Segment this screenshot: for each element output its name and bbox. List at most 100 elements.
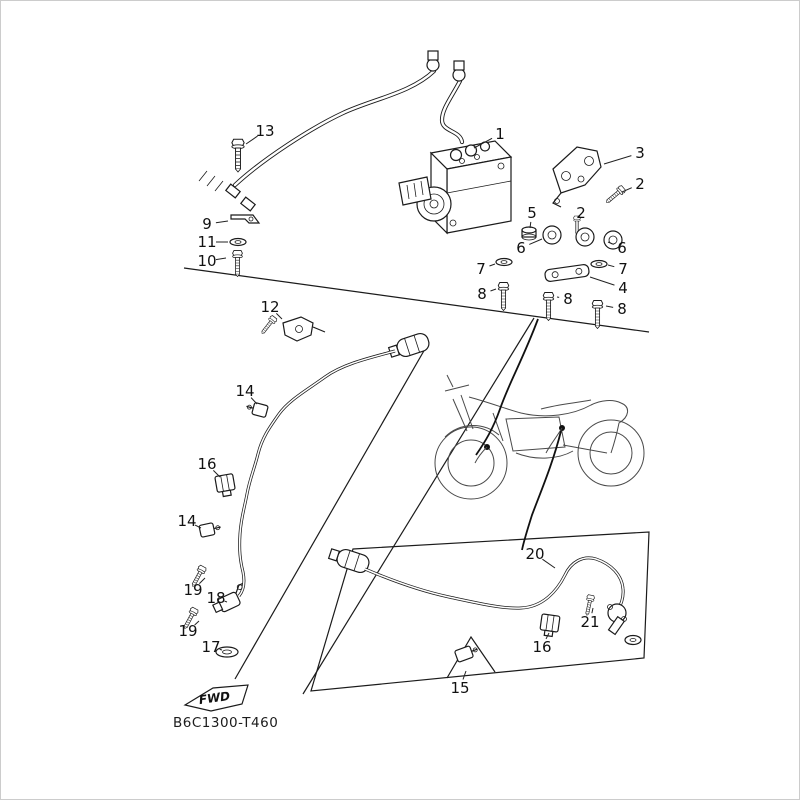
exhaust (515, 450, 574, 459)
brake-pipes (198, 50, 466, 212)
abs-port (464, 144, 478, 157)
part-code: B6C1300-T460 (173, 715, 279, 731)
callout-leader-7 (489, 263, 496, 267)
stay-plate-4 (544, 264, 590, 282)
callout-14: 14 (177, 512, 196, 530)
callout-6: 6 (617, 239, 627, 257)
callout-leader-4 (589, 276, 615, 286)
callout-14: 14 (235, 382, 254, 400)
front-fork (452, 394, 474, 432)
engine (505, 416, 566, 452)
cable-clamp-14 (198, 522, 221, 538)
callout-20: 20 (525, 545, 544, 563)
callout-10: 10 (197, 252, 216, 270)
front-wheel-sensor-18 (212, 583, 243, 614)
cable-holder-16 (214, 473, 236, 498)
harness-routing (475, 318, 562, 551)
bottom-panel-outline (310, 531, 650, 692)
callout-9: 9 (202, 215, 212, 233)
callout-8: 8 (563, 290, 573, 308)
grommet (575, 227, 595, 247)
callout-16: 16 (532, 638, 551, 656)
callout-1: 1 (495, 125, 505, 143)
pipe-flare-nut (224, 183, 242, 199)
fwd-label: FWD (198, 689, 231, 707)
bolt-8 (497, 282, 510, 311)
front-wheel-sensor-assembly (180, 332, 430, 658)
cable-clamp-14 (246, 402, 269, 418)
damper-cluster (495, 184, 627, 329)
callout-16: 16 (197, 455, 216, 473)
callout-leader-8 (605, 305, 614, 308)
bike-body-line (468, 396, 628, 454)
abs-port (449, 148, 463, 162)
callout-19: 19 (178, 622, 197, 640)
rear-route-curve (521, 430, 562, 551)
seat-line (540, 399, 592, 410)
rear-wheel-sensor-assembly (327, 548, 642, 663)
collar-5 (521, 226, 537, 241)
callout-leader-16 (545, 632, 550, 640)
callout-leader-7 (607, 264, 615, 268)
banjo-fitting (452, 68, 466, 82)
front-route-curve (475, 318, 539, 456)
mounting-bracket (552, 146, 602, 208)
callout-leader-6 (607, 241, 614, 245)
grommet-6 (603, 230, 623, 250)
bolt (258, 314, 279, 337)
callout-3: 3 (635, 144, 645, 162)
callout-12: 12 (260, 298, 279, 316)
callout-2: 2 (635, 175, 645, 193)
callout-leader-8 (490, 288, 497, 292)
callout-leader-14 (250, 397, 258, 405)
front-sensor-connector (387, 332, 430, 358)
screw-2 (603, 184, 627, 207)
grommet-6 (542, 225, 562, 245)
callout-leader-10 (215, 257, 227, 261)
motorcycle-sketch (434, 374, 645, 500)
front-wheel (434, 426, 508, 500)
callout-7: 7 (476, 260, 486, 278)
bolt-8 (542, 292, 555, 321)
callout-5: 5 (527, 204, 537, 222)
callout-13: 13 (255, 122, 274, 140)
callout-8: 8 (477, 285, 487, 303)
callout-leader-14 (194, 524, 202, 529)
fwd-arrow-shape (183, 684, 249, 712)
banjo-fitting (426, 58, 440, 72)
pipe-clamp-9 (230, 214, 261, 224)
swingarm (562, 444, 608, 454)
cable-clamp-15 (454, 645, 478, 663)
callout-8: 8 (617, 300, 627, 318)
callout-4: 4 (618, 279, 628, 297)
left-fastener-stack (229, 138, 261, 277)
callout-17: 17 (201, 638, 220, 656)
callout-15: 15 (450, 679, 469, 697)
abs-unit (398, 140, 513, 235)
callout-leader-6 (529, 238, 543, 245)
divider-line-right (302, 317, 535, 695)
rear-sensor-connector (327, 548, 370, 574)
callout-leader-1 (473, 137, 493, 149)
callout-18: 18 (206, 589, 225, 607)
callout-leader-3 (603, 155, 632, 165)
pipe-break-hatch (198, 170, 224, 192)
banjo-bolt-head (453, 60, 465, 71)
banjo-bolt-head (427, 50, 439, 61)
callout-leader-16 (213, 470, 221, 478)
abs-front-face (446, 156, 512, 234)
bolt-10 (232, 249, 243, 277)
callout-21: 21 (580, 613, 599, 631)
cable-holder-16 (539, 613, 561, 638)
top-panel-edge (183, 267, 650, 333)
callout-leader-19 (199, 577, 206, 584)
callout-leader-19 (194, 620, 200, 626)
handlebar (444, 374, 470, 392)
bracket-12 (258, 314, 326, 342)
washer-7 (495, 257, 513, 267)
bottom-panel-notch (446, 635, 496, 679)
callout-leader-20 (542, 558, 556, 569)
